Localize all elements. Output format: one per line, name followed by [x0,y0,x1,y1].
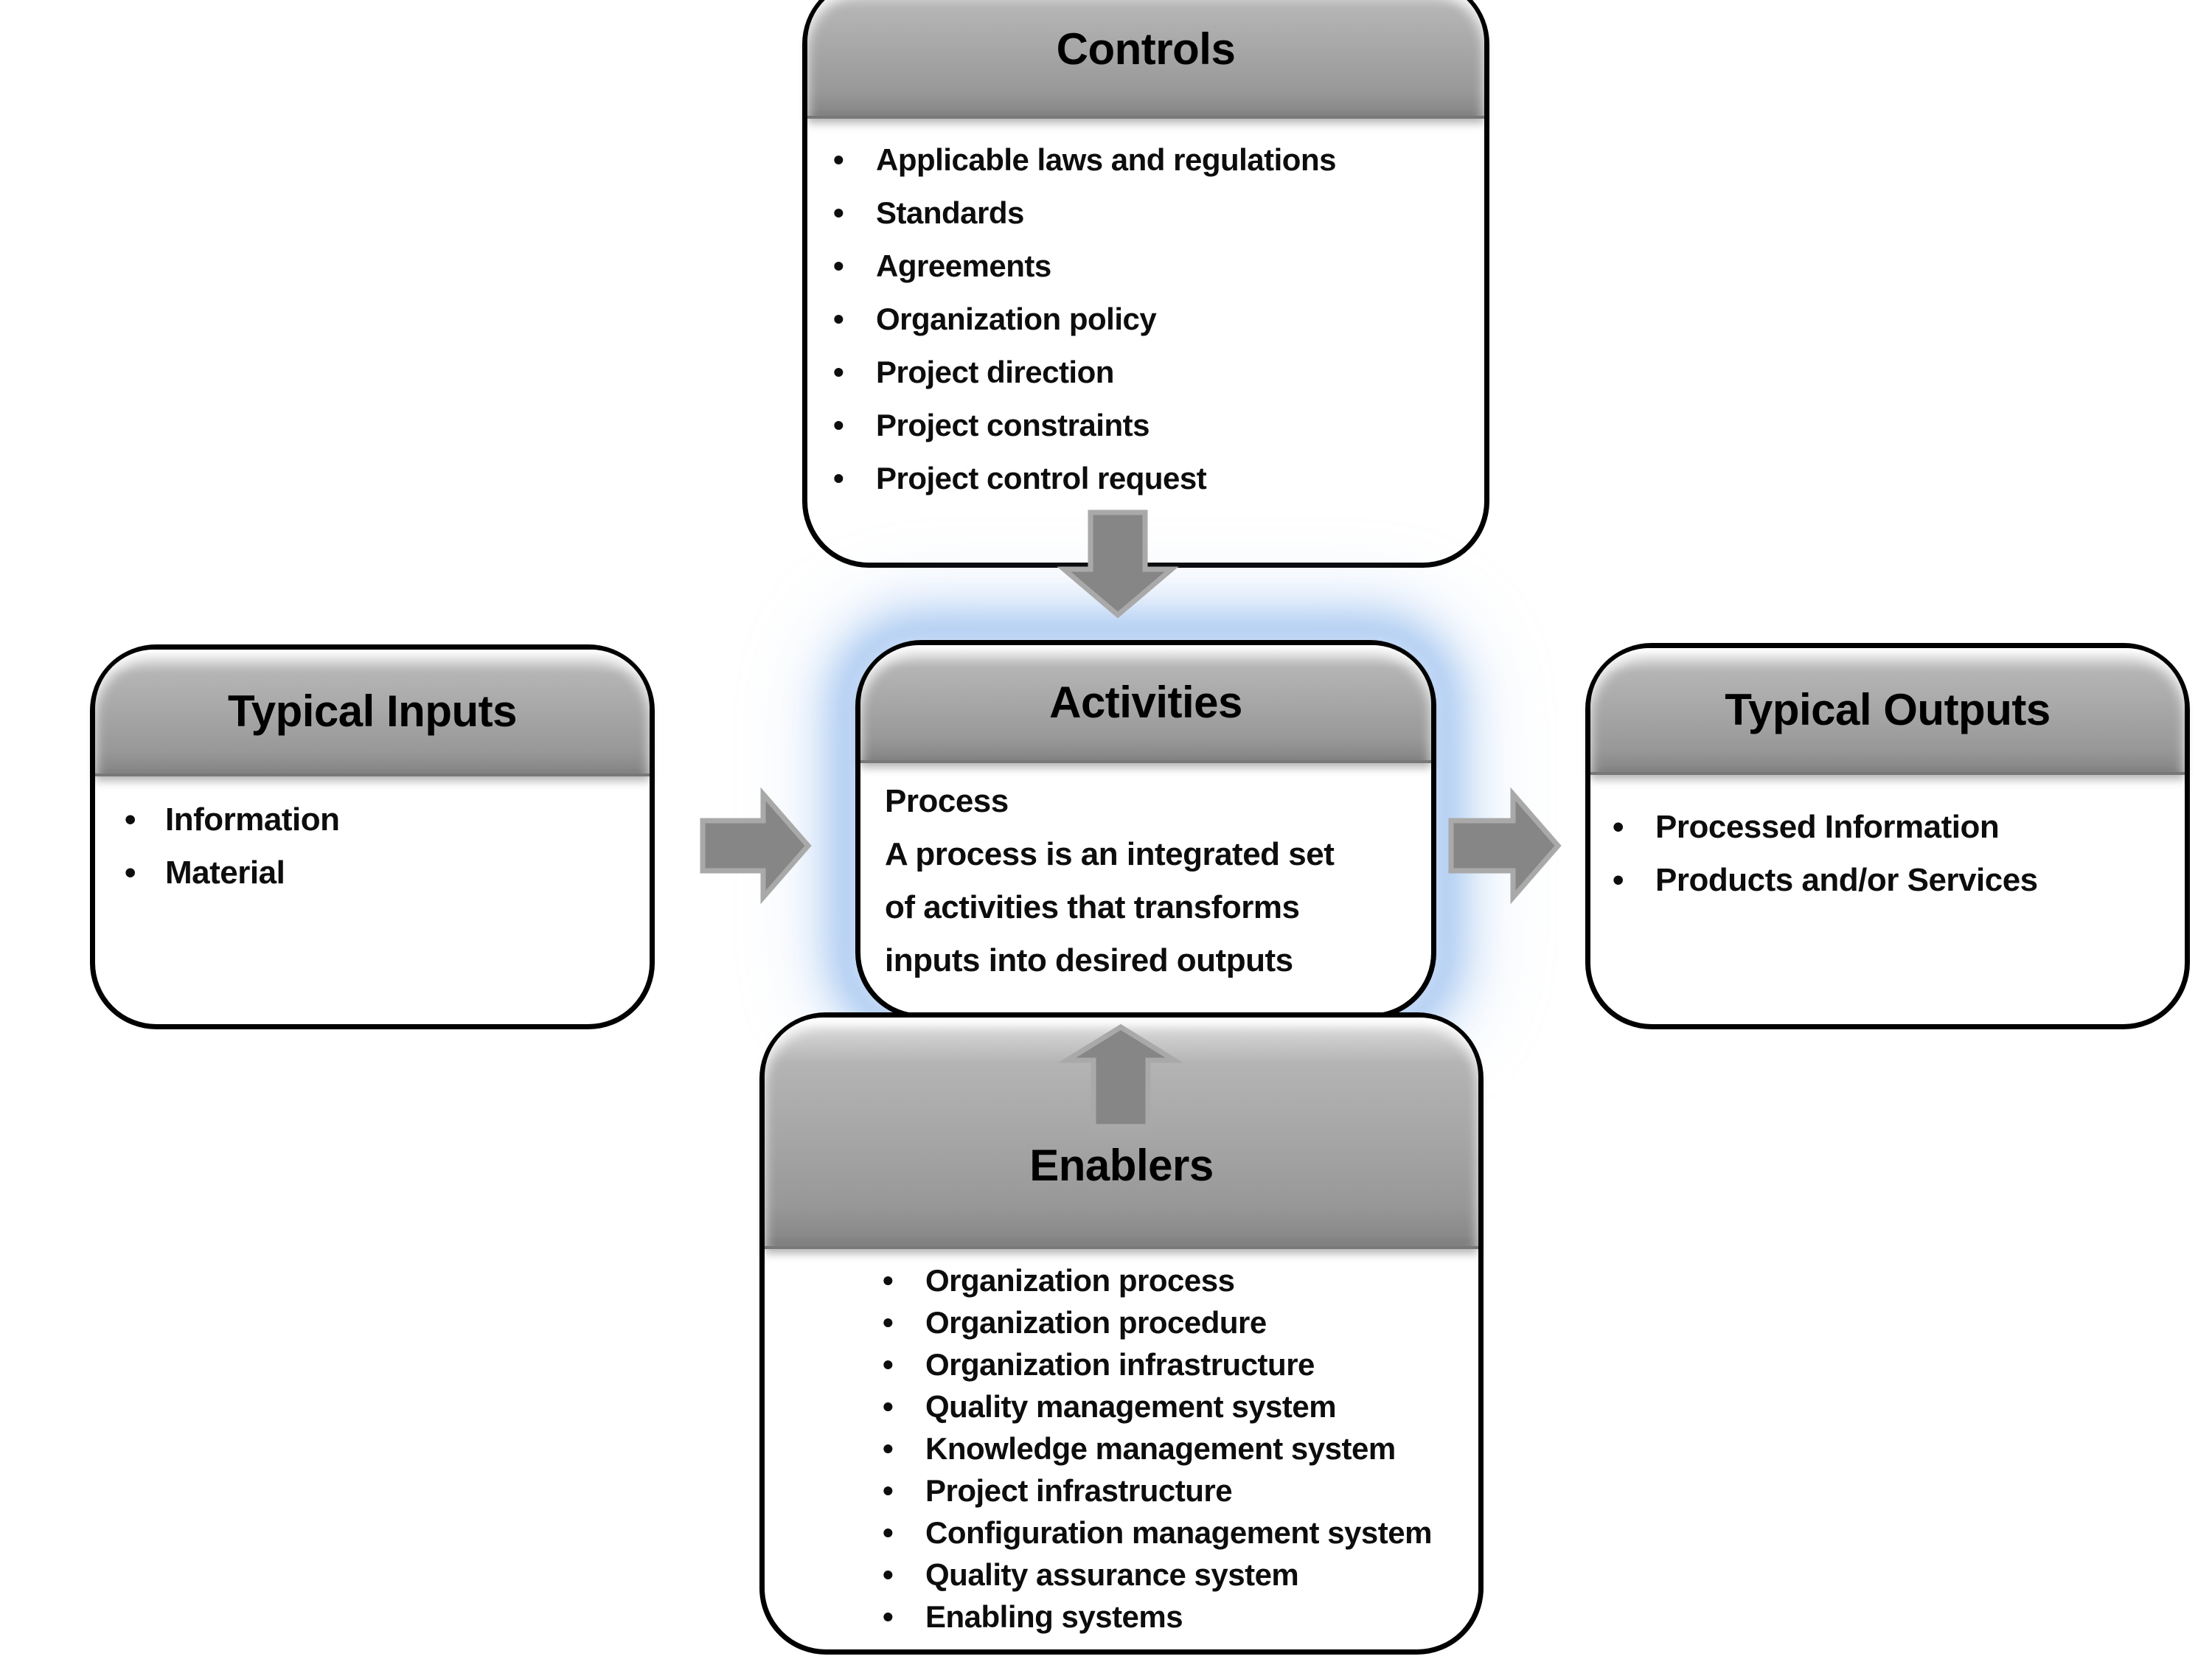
bullet-text: Project control request [876,461,1207,495]
bullet-dot-icon: • [883,1304,894,1340]
typical-outputs-box: Typical Outputs • Processed Information • P… [1585,643,2190,1029]
bullet-text: Agreements [876,248,1051,283]
activities-header: Activities [860,645,1431,763]
bullet-text: Applicable laws and regulations [876,142,1336,177]
bullet-item: • Agreements [833,240,1484,293]
bullet-item: • Organization procedure [883,1301,1478,1343]
bullet-item: • Quality management system [883,1385,1478,1427]
activities-body-line: Process [885,783,1009,819]
bullet-item: • Project infrastructure [883,1470,1478,1512]
bullet-dot-icon: • [833,195,844,230]
activities-body-line: A process is an integrated set [885,836,1335,872]
bullet-text: Processed Information [1655,809,2000,845]
typical-outputs-list: • Processed Information • Products and/or S… [1613,801,2185,907]
activities-body-line: inputs into desired outputs [885,942,1293,978]
bullet-dot-icon: • [883,1557,894,1592]
bullet-text: Configuration management system [925,1514,1432,1550]
bullet-text: Products and/or Services [1655,862,2038,898]
bullet-dot-icon: • [883,1599,894,1634]
typical-outputs-header: Typical Outputs [1590,648,2185,775]
bullet-dot-icon: • [833,248,844,283]
bullet-dot-icon: • [883,1430,894,1466]
bullet-item: • Project control request [833,452,1484,505]
enablers-title: Enablers [1029,1141,1214,1190]
bullet-text: Information [165,801,340,838]
bullet-dot-icon: • [833,355,844,389]
bullet-text: Quality assurance system [925,1557,1299,1592]
bullet-item: • Organization process [883,1259,1478,1301]
bullet-text: Project direction [876,355,1114,389]
enablers-list: • Organization process • Organization proce… [883,1259,1478,1638]
bullet-item: • Configuration management system [883,1512,1478,1554]
controls-list: • Applicable laws and regulations • Standar… [833,133,1484,505]
bullet-text: Knowledge management system [925,1430,1396,1466]
bullet-text: Organization policy [876,302,1157,336]
activities-title: Activities [1049,678,1242,727]
bullet-dot-icon: • [883,1514,894,1550]
activities-body: Process A process is an integrated set o… [885,775,1431,987]
controls-box: Controls • Applicable laws and regulation… [802,0,1489,568]
bullet-item: • Organization policy [833,293,1484,346]
bullet-dot-icon: • [1613,809,1624,845]
bullet-text: Enabling systems [925,1599,1183,1634]
bullet-item: • Information [125,793,650,846]
activities-box: Activities Process A process is an integ… [855,640,1436,1019]
bullet-text: Quality management system [925,1388,1337,1424]
bullet-item: • Project direction [833,346,1484,399]
typical-outputs-title: Typical Outputs [1725,685,2051,734]
bullet-item: • Knowledge management system [883,1427,1478,1470]
bullet-text: Project constraints [876,408,1150,442]
bullet-text: Organization process [925,1262,1235,1298]
arrow-activities-to-outputs-icon [1448,787,1562,905]
bullet-item: • Project constraints [833,399,1484,452]
controls-title: Controls [1056,24,1236,74]
controls-header: Controls [807,0,1484,119]
bullet-dot-icon: • [833,302,844,336]
bullet-text: Material [165,855,285,891]
bullet-item: • Enabling systems [883,1596,1478,1638]
bullet-item: • Organization infrastructure [883,1343,1478,1385]
bullet-item: • Standards [833,187,1484,240]
bullet-dot-icon: • [883,1346,894,1382]
bullet-item: • Products and/or Services [1613,854,2185,907]
arrow-inputs-to-activities-icon [700,787,812,905]
bullet-item: • Processed Information [1613,801,2185,854]
bullet-dot-icon: • [833,461,844,495]
bullet-text: Project infrastructure [925,1472,1233,1508]
enablers-box: Enablers • Organization process • Organizat… [759,1012,1484,1655]
bullet-dot-icon: • [1613,862,1624,898]
typical-inputs-header: Typical Inputs [95,650,650,776]
bullet-dot-icon: • [833,408,844,442]
bullet-item: • Applicable laws and regulations [833,133,1484,187]
bullet-item: • Material [125,846,650,900]
bullet-dot-icon: • [883,1262,894,1298]
bullet-dot-icon: • [833,142,844,177]
activities-body-line: of activities that transforms [885,889,1300,925]
bullet-text: Organization procedure [925,1304,1267,1340]
bullet-text: Organization infrastructure [925,1346,1315,1382]
bullet-dot-icon: • [883,1472,894,1508]
bullet-dot-icon: • [883,1388,894,1424]
bullet-item: • Quality assurance system [883,1554,1478,1596]
typical-inputs-box: Typical Inputs • Information • Material [90,644,655,1029]
bullet-text: Standards [876,195,1024,230]
bullet-dot-icon: • [125,855,136,891]
enablers-header: Enablers [765,1018,1478,1249]
bullet-dot-icon: • [125,801,136,838]
typical-inputs-title: Typical Inputs [228,686,517,736]
typical-inputs-list: • Information • Material [125,793,650,900]
